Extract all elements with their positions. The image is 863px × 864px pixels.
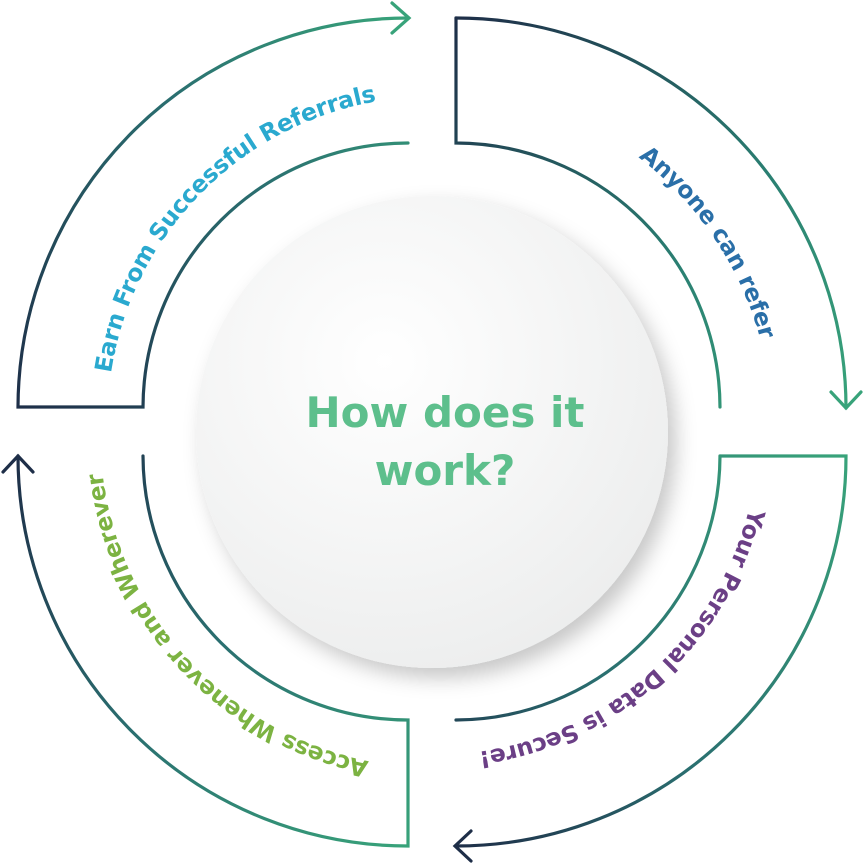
- arrowhead-down-icon: [829, 390, 863, 411]
- arrowhead-right-icon: [390, 1, 412, 35]
- segment-top-right-label-text: Anyone can refer: [635, 140, 782, 342]
- center-title-line1: How does it: [306, 388, 585, 437]
- segment-bottom-right-inner: [454, 454, 722, 722]
- segment-top-left-band: [16, 16, 410, 409]
- segment-bottom-right-band: [454, 454, 848, 848]
- arrowhead-left-icon: [452, 829, 473, 863]
- segment-top-right-arrow: [454, 16, 848, 410]
- segment-top-right-band: [454, 16, 722, 409]
- segment-top-right-label: Anyone can refer: [635, 140, 782, 342]
- center-title-line2: work?: [375, 446, 516, 495]
- arrowhead-up-icon: [1, 453, 35, 474]
- segment-bottom-left-band: [16, 454, 410, 848]
- center-disc: How does it work?: [196, 196, 668, 668]
- center-circle: [196, 196, 668, 668]
